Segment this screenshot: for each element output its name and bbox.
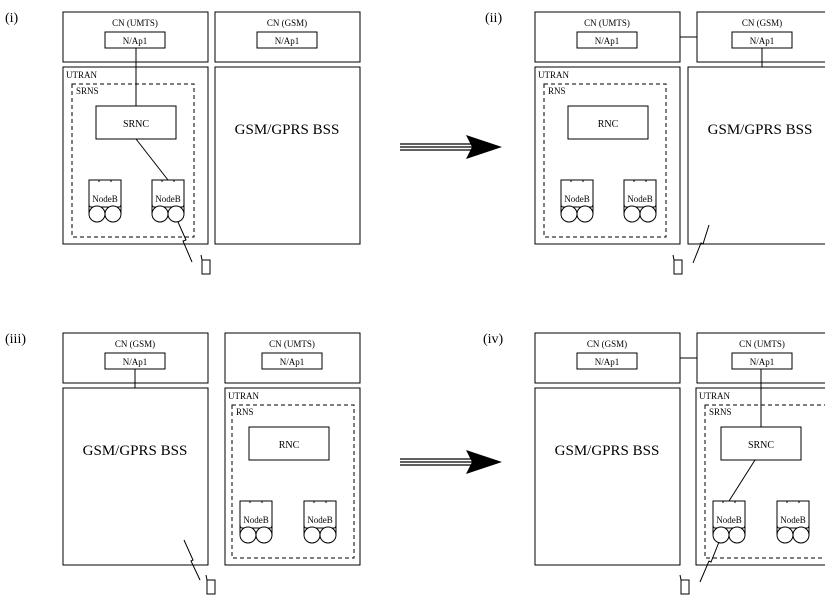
nodeb-label: NodeB (564, 194, 590, 204)
interface-label: N/Ap1 (123, 36, 148, 46)
utran-label: UTRAN (66, 70, 97, 80)
nodeb-label: NodeB (780, 515, 806, 525)
utran-label: UTRAN (538, 70, 569, 80)
panel-iv: (iv) CN (GSM) N/Ap1 CN (UMTS) N/Ap1 GSM/… (483, 332, 825, 595)
radio-link (183, 539, 201, 581)
srns-label: SRNS (76, 86, 99, 96)
interface-label: N/Ap1 (750, 36, 775, 46)
interface-box (261, 352, 323, 370)
panel-label: (iv) (483, 332, 504, 347)
iub-link (728, 459, 756, 502)
nodeb-label: NodeB (92, 194, 118, 204)
rnc-box (567, 105, 649, 140)
nodeb-label: NodeB (716, 515, 742, 525)
iub-link (135, 138, 169, 181)
rnc-box (248, 426, 330, 461)
mobile-phone-icon (200, 254, 211, 275)
interface-box (731, 352, 793, 370)
utran-label: UTRAN (699, 391, 730, 401)
rns-boundary (543, 83, 667, 238)
interface-box (576, 31, 638, 49)
transition-arrow (399, 134, 503, 160)
cn-gsm-label: CN (GSM) (267, 18, 307, 28)
utran-label: UTRAN (228, 391, 259, 401)
gsm-bss-box (534, 387, 681, 566)
transition-arrow (399, 449, 503, 475)
gsm-bss-label: GSM/GPRS BSS (555, 443, 660, 459)
interface-label: N/Ap1 (595, 357, 620, 367)
interface-box (256, 31, 318, 49)
srns-boundary (704, 404, 825, 559)
interface-label: N/Ap1 (280, 357, 305, 367)
mobile-phone-icon (205, 574, 216, 595)
panel-iii: (iii) CN (GSM) N/Ap1 CN (UMTS) N/Ap1 GSM… (5, 332, 361, 595)
cn-gsm-label: CN (GSM) (742, 18, 782, 28)
nodeb-label: NodeB (243, 515, 269, 525)
srnc-label: SRNC (123, 119, 149, 130)
srnc-label: SRNC (748, 440, 774, 451)
mobile-phone-icon (672, 254, 683, 275)
gsm-bss-label: GSM/GPRS BSS (83, 443, 188, 459)
panel-label: (i) (5, 11, 19, 26)
radio-link (699, 541, 720, 583)
panel-i: (i) CN (UMTS) N/Ap1 CN (GSM) N/Ap1 UTRAN… (5, 11, 361, 275)
gsm-bss-label: GSM/GPRS BSS (235, 122, 340, 138)
cn-umts-label: CN (UMTS) (739, 339, 785, 349)
mobile-phone-icon (679, 574, 690, 595)
nodeb-label: NodeB (627, 194, 653, 204)
cn-gsm-label: CN (GSM) (587, 339, 627, 349)
cn-umts-label: CN (UMTS) (112, 18, 158, 28)
srns-label: SRNS (709, 407, 732, 417)
cn-umts-label: CN (UMTS) (584, 18, 630, 28)
radio-link (177, 221, 193, 263)
gsm-bss-box (214, 66, 361, 245)
radio-link (692, 224, 710, 264)
interface-box (104, 31, 166, 49)
interface-label: N/Ap1 (275, 36, 300, 46)
rnc-label: RNC (598, 119, 619, 130)
gsm-bss-box (687, 66, 825, 245)
nodeb-label: NodeB (155, 194, 181, 204)
gsm-bss-label: GSM/GPRS BSS (708, 122, 813, 138)
gsm-bss-box (62, 387, 209, 566)
srnc-box (720, 426, 802, 461)
rns-label: RNS (548, 86, 566, 96)
interface-box (576, 352, 638, 370)
interface-label: N/Ap1 (595, 36, 620, 46)
panel-ii: (ii) CN (UMTS) N/Ap1 CN (GSM) N/Ap1 UTRA… (485, 11, 825, 275)
interface-label: N/Ap1 (750, 357, 775, 367)
rns-label: RNS (236, 407, 254, 417)
cn-gsm-label: CN (GSM) (115, 339, 155, 349)
rns-boundary (231, 404, 355, 559)
cn-umts-label: CN (UMTS) (269, 339, 315, 349)
panel-label: (ii) (485, 11, 502, 26)
panel-label: (iii) (5, 332, 26, 347)
rnc-label: RNC (279, 440, 300, 451)
srns-boundary (71, 83, 195, 238)
interface-label: N/Ap1 (123, 357, 148, 367)
nodeb-label: NodeB (307, 515, 333, 525)
